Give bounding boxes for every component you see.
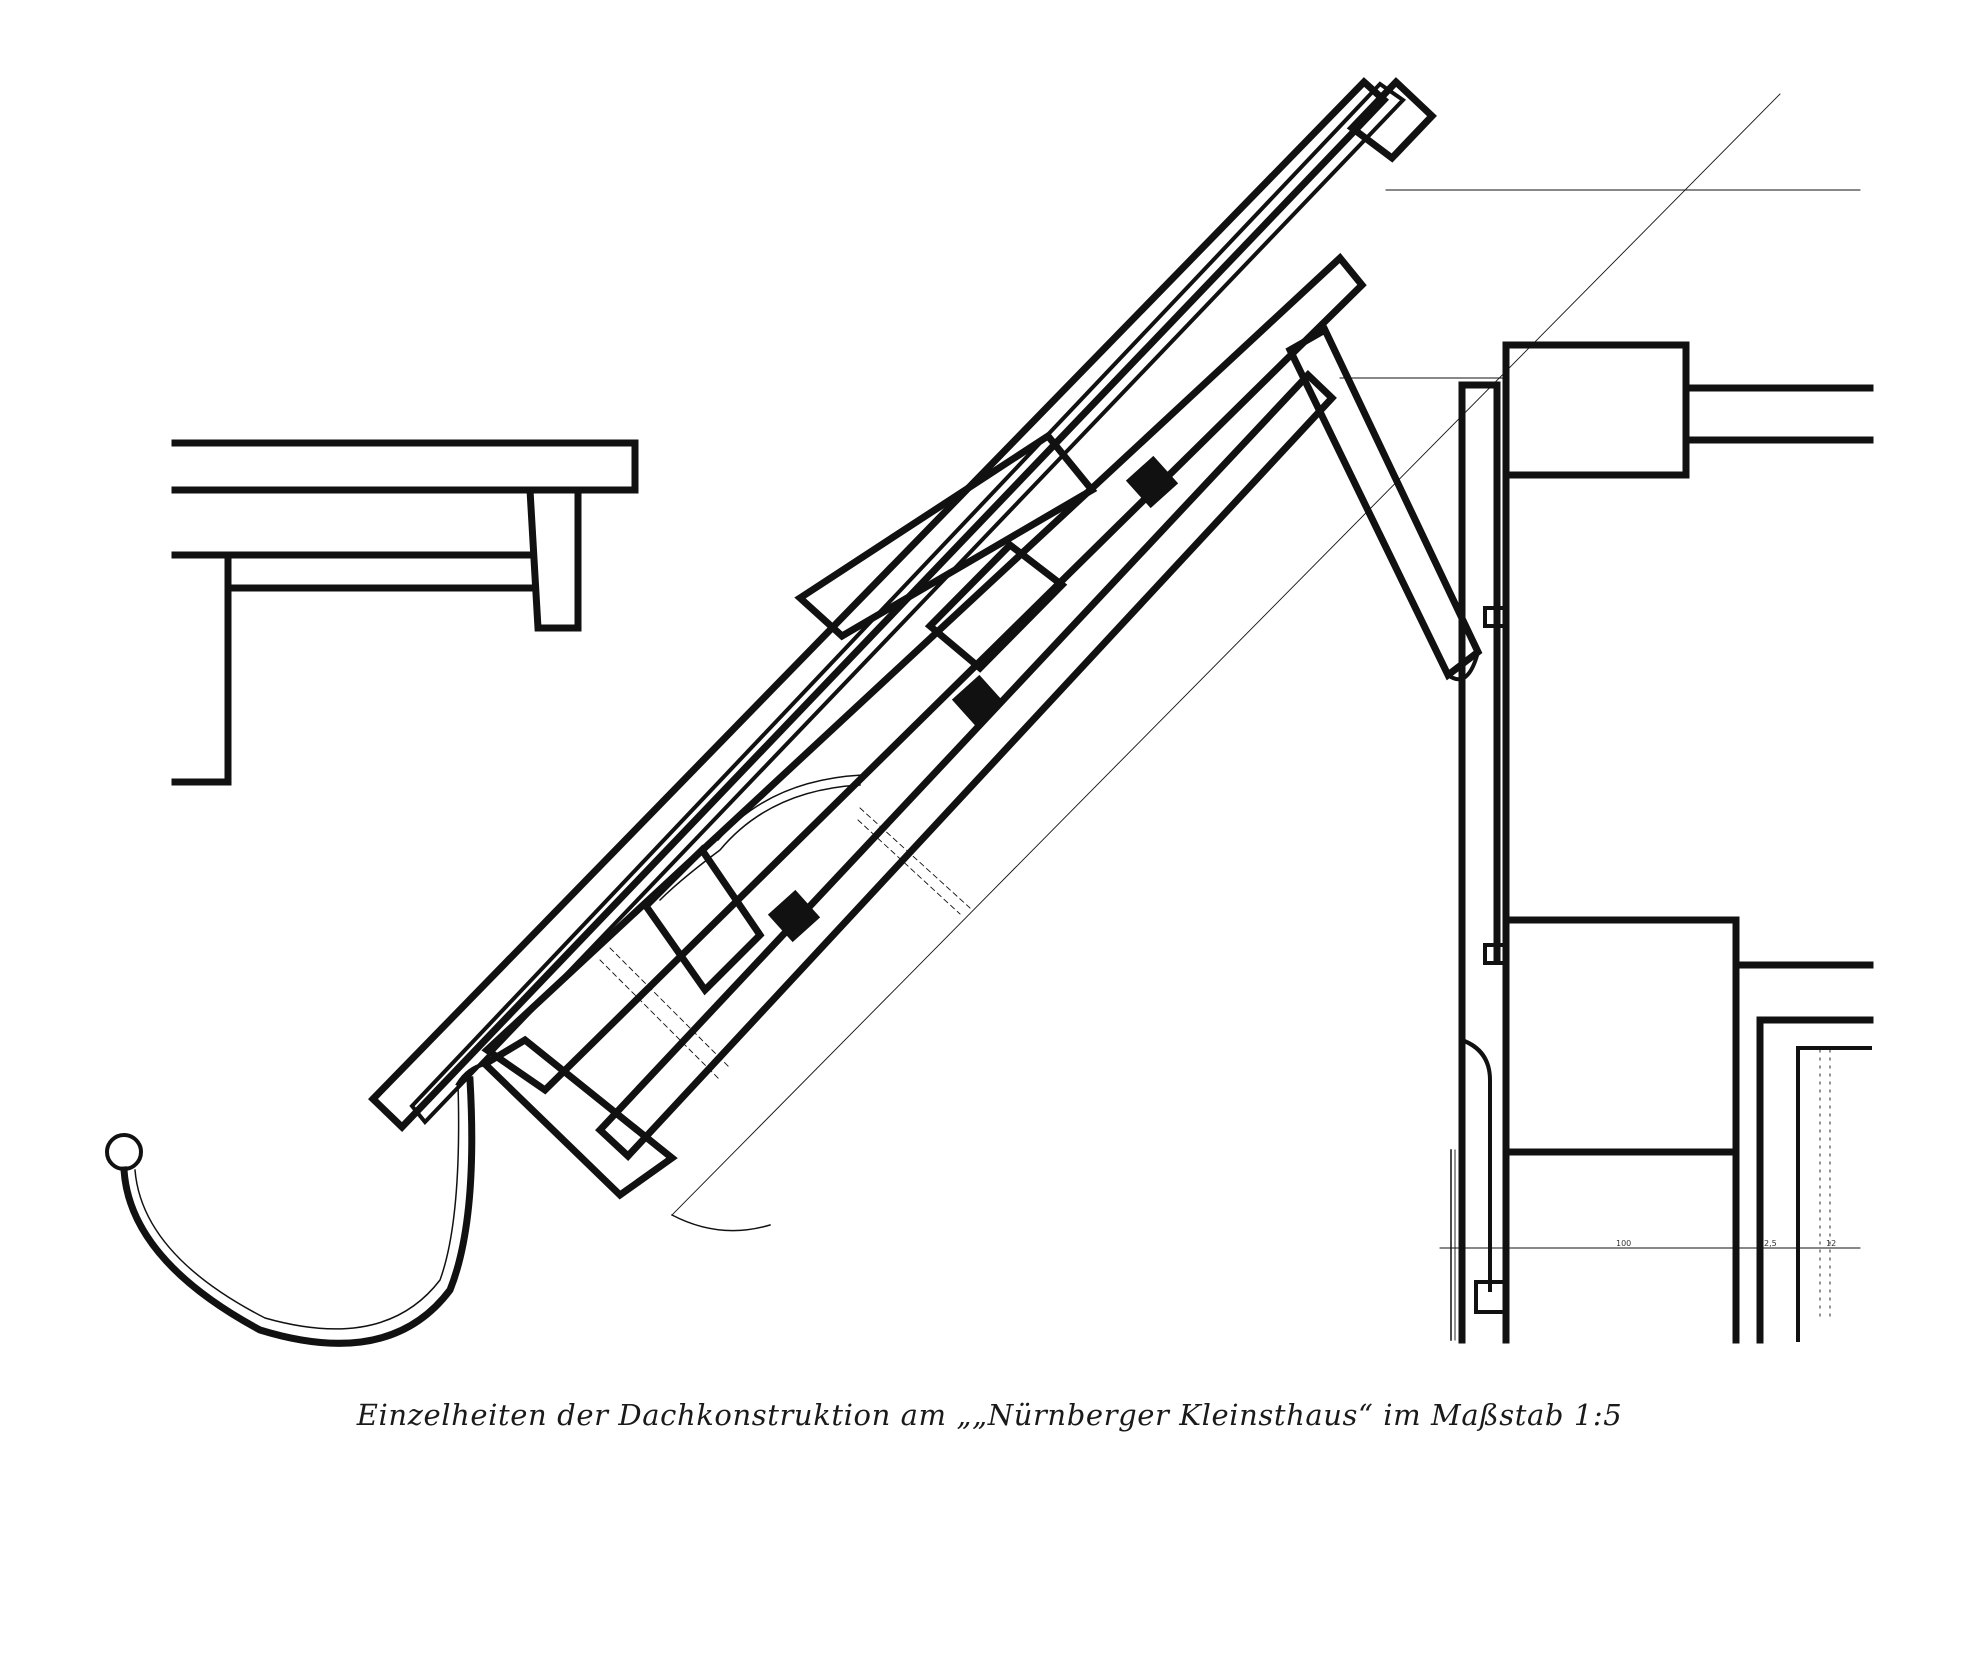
gutter	[105, 1061, 488, 1347]
left-eave-detail	[171, 439, 639, 786]
drawing-caption: Einzelheiten der Dachkonstruktion am „„N…	[356, 1398, 1623, 1432]
sloped-roof-boards	[368, 77, 1437, 1200]
dimension-label-12: 12	[1826, 1239, 1836, 1248]
dimension-labels: 100 2,5 12	[1616, 1239, 1836, 1248]
dimension-label-2-5: 2,5	[1764, 1239, 1777, 1248]
construction-lines	[599, 93, 1861, 1341]
dimension-label-100: 100	[1616, 1239, 1631, 1248]
right-wall-section	[1450, 341, 1874, 1344]
